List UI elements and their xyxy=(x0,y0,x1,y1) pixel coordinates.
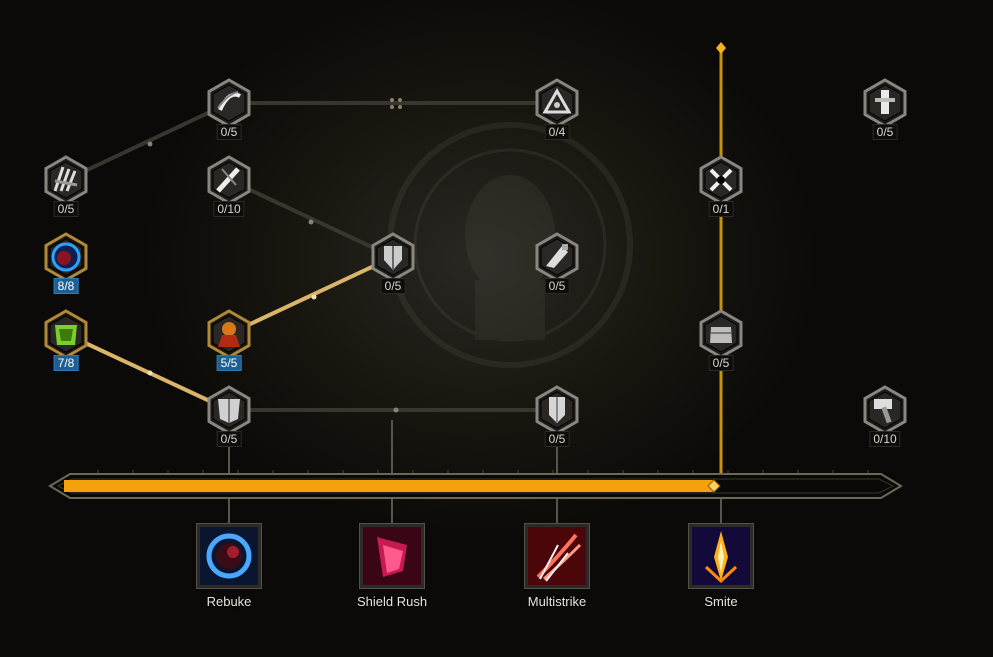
red-warrior-icon xyxy=(207,309,251,359)
tower-shield-icon xyxy=(535,385,579,435)
node-rank-count: 0/5 xyxy=(544,278,570,294)
node-rank-count: 0/10 xyxy=(213,201,245,217)
blade-slash-icon xyxy=(207,155,251,205)
talent-node-blue-orb[interactable]: 8/8 xyxy=(41,232,91,294)
skill-multistrike[interactable]: Multistrike xyxy=(525,524,589,609)
claw-strike-icon xyxy=(44,155,88,205)
talent-node-green-armor[interactable]: 7/8 xyxy=(41,309,91,371)
node-rank-count: 0/1 xyxy=(708,201,734,217)
sword-pillar-icon xyxy=(863,78,907,128)
progress-bar xyxy=(48,470,903,499)
skill-label: Multistrike xyxy=(527,594,587,609)
talent-node-triangle-rune[interactable]: 0/4 xyxy=(532,78,582,140)
talent-node-stone-fist[interactable]: 0/5 xyxy=(696,309,746,371)
slash-ring-icon xyxy=(207,78,251,128)
talent-node-gauntlet[interactable]: 0/5 xyxy=(532,232,582,294)
node-rank-count: 0/10 xyxy=(869,431,901,447)
talent-node-armor-plate[interactable]: 0/5 xyxy=(204,385,254,447)
rebuke-icon xyxy=(200,527,258,585)
skill-label: Shield Rush xyxy=(356,594,428,609)
talent-node-sword-pillar[interactable]: 0/5 xyxy=(860,78,910,140)
skill-label: Rebuke xyxy=(206,594,252,609)
hammer-icon xyxy=(863,385,907,435)
armor-plate-icon xyxy=(207,385,251,435)
blue-orb-icon xyxy=(44,232,88,282)
node-rank-count: 0/5 xyxy=(708,355,734,371)
talent-node-blade-slash[interactable]: 0/10 xyxy=(204,155,254,217)
node-rank-count: 7/8 xyxy=(53,355,79,371)
node-rank-count: 0/5 xyxy=(216,124,242,140)
crossed-swords-icon xyxy=(699,155,743,205)
talent-node-tower-shield[interactable]: 0/5 xyxy=(532,385,582,447)
node-rank-count: 0/5 xyxy=(872,124,898,140)
talent-node-hammer[interactable]: 0/10 xyxy=(860,385,910,447)
talent-node-red-warrior[interactable]: 5/5 xyxy=(204,309,254,371)
green-armor-icon xyxy=(44,309,88,359)
shield-bash-icon xyxy=(371,232,415,282)
talent-node-slash-ring[interactable]: 0/5 xyxy=(204,78,254,140)
stone-fist-icon xyxy=(699,309,743,359)
talent-node-claw-strike[interactable]: 0/5 xyxy=(41,155,91,217)
node-rank-count: 5/5 xyxy=(216,355,242,371)
smite-icon xyxy=(692,527,750,585)
gauntlet-icon xyxy=(535,232,579,282)
skill-rebuke[interactable]: Rebuke xyxy=(197,524,261,609)
talent-node-crossed-swords[interactable]: 0/1 xyxy=(696,155,746,217)
node-rank-count: 0/4 xyxy=(544,124,570,140)
node-rank-count: 8/8 xyxy=(53,278,79,294)
node-rank-count: 0/5 xyxy=(216,431,242,447)
skill-label: Smite xyxy=(704,594,738,609)
node-rank-count: 0/5 xyxy=(544,431,570,447)
skill-shield-rush[interactable]: Shield Rush xyxy=(357,524,427,609)
skill-smite[interactable]: Smite xyxy=(689,524,753,609)
talent-node-shield-bash[interactable]: 0/5 xyxy=(368,232,418,294)
multistrike-icon xyxy=(528,527,586,585)
triangle-rune-icon xyxy=(535,78,579,128)
node-rank-count: 0/5 xyxy=(53,201,79,217)
node-rank-count: 0/5 xyxy=(380,278,406,294)
shield-rush-icon xyxy=(363,527,421,585)
